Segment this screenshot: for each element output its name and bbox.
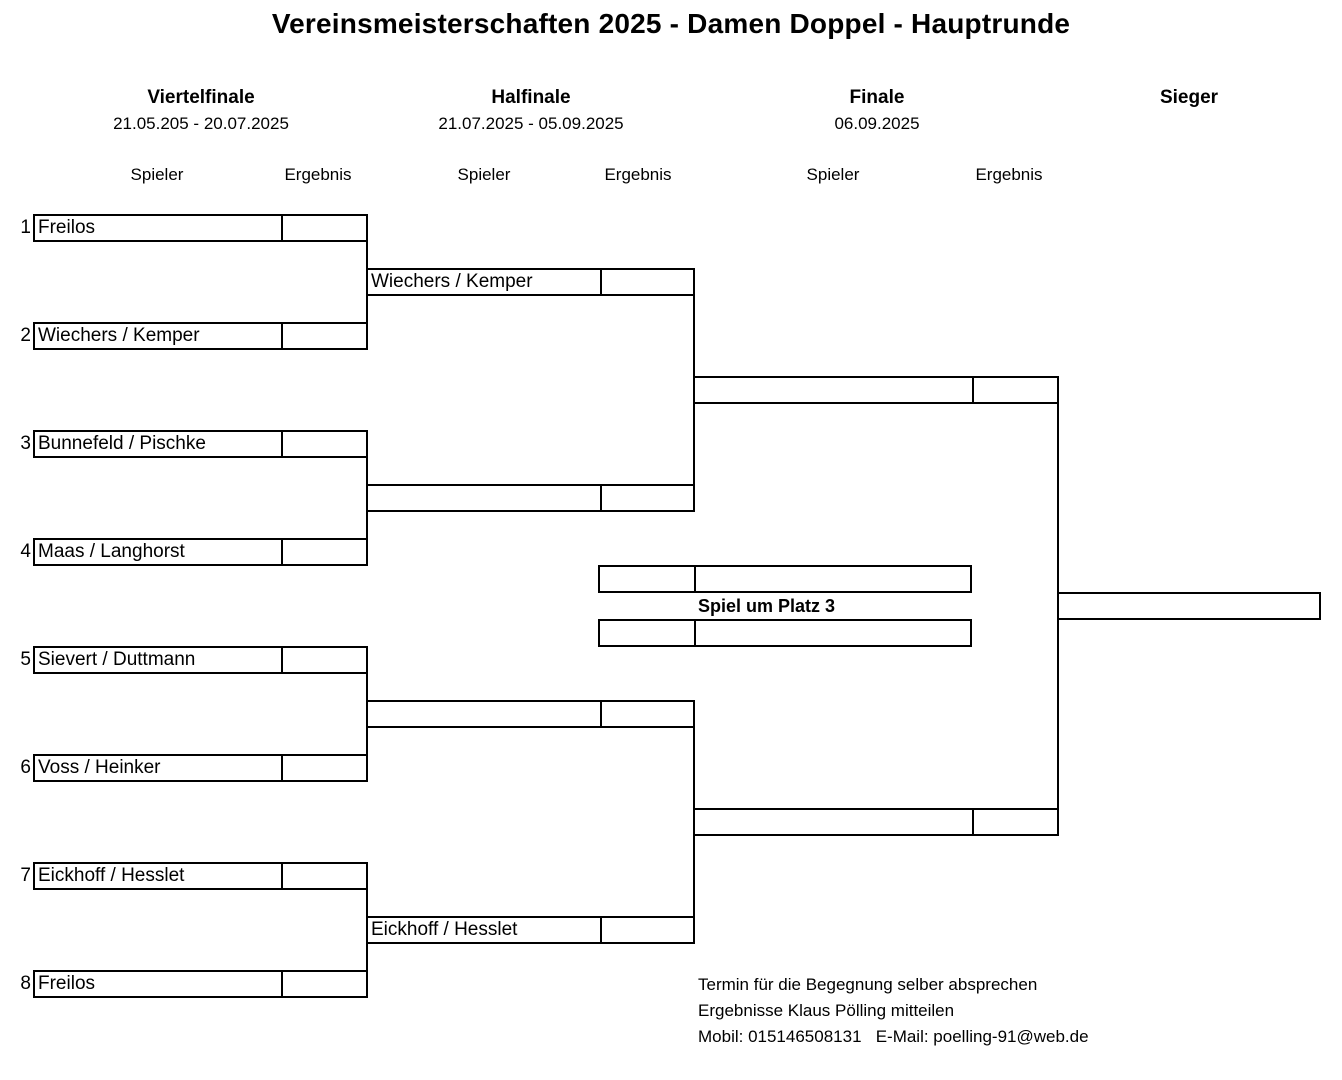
third-place-label: Spiel um Platz 3 [698,596,836,616]
round-dates-quarterfinal: 21.05.205 - 20.07.2025 [113,114,289,133]
result-field[interactable] [972,810,1057,834]
round-title-winner: Sieger [1159,87,1219,108]
semifinal-slot-4[interactable]: Eickhoff / Hesslet [366,916,695,944]
round-title-final: Finale [849,87,905,108]
result-field[interactable] [281,972,366,996]
seed-number: 8 [20,973,31,994]
player-name[interactable] [368,702,600,726]
player-name[interactable]: Eickhoff / Hesslet [371,919,518,940]
quarterfinal-slot-7[interactable]: Eickhoff / Hesslet [33,862,368,890]
column-header-result: Ergebnis [975,165,1043,184]
player-name[interactable]: Wiechers / Kemper [371,271,533,292]
final-slot-1[interactable] [693,376,1059,404]
player-name[interactable]: Wiechers / Kemper [38,325,200,346]
round-dates-final: 06.09.2025 [834,114,920,133]
player-name[interactable]: Sievert / Duttmann [38,649,196,670]
result-field[interactable] [600,270,693,294]
player-name[interactable]: Maas / Langhorst [38,541,185,562]
player-name[interactable] [694,567,970,591]
result-field[interactable] [600,918,693,942]
player-name[interactable] [368,486,600,510]
semifinal-slot-1[interactable]: Wiechers / Kemper [366,268,695,296]
result-field[interactable] [972,378,1057,402]
quarterfinal-slot-1[interactable]: Freilos [33,214,368,242]
column-header-result: Ergebnis [604,165,672,184]
quarterfinal-slot-6[interactable]: Voss / Heinker [33,754,368,782]
quarterfinal-slot-2[interactable]: Wiechers / Kemper [33,322,368,350]
note-line-1: Termin für die Begegnung selber absprech… [698,975,1038,994]
semifinal-slot-3[interactable] [366,700,695,728]
quarterfinal-slot-4[interactable]: Maas / Langhorst [33,538,368,566]
seed-number: 2 [20,325,31,346]
round-title-semifinal: Halfinale [491,87,571,108]
result-field[interactable] [281,648,366,672]
result-field[interactable] [281,216,366,240]
seed-number: 7 [20,865,31,886]
result-field[interactable] [281,756,366,780]
quarterfinal-slot-8[interactable]: Freilos [33,970,368,998]
player-name[interactable] [695,810,972,834]
result-field[interactable] [281,540,366,564]
note-line-3: Mobil: 015146508131 E-Mail: poelling-91@… [698,1027,1089,1046]
third-place-result[interactable] [600,621,694,645]
third-place-result[interactable] [600,567,694,591]
result-field[interactable] [281,324,366,348]
result-field[interactable] [600,486,693,510]
seed-number: 6 [20,757,31,778]
player-name[interactable]: Eickhoff / Hesslet [38,865,185,886]
column-header-player: Spieler [806,165,860,184]
seed-number: 3 [20,433,31,454]
quarterfinal-slot-3[interactable]: Bunnefeld / Pischke [33,430,368,458]
column-header-player: Spieler [457,165,511,184]
player-name[interactable]: Bunnefeld / Pischke [38,433,206,454]
winner-name[interactable] [1059,594,1319,618]
player-name[interactable]: Freilos [38,217,96,238]
result-field[interactable] [281,432,366,456]
round-dates-semifinal: 21.07.2025 - 05.09.2025 [438,114,624,133]
note-line-2: Ergebnisse Klaus Pölling mitteilen [698,1001,955,1020]
winner-slot[interactable] [1057,592,1321,620]
third-place-slot-2[interactable] [598,619,972,647]
page-title: Vereinsmeisterschaften 2025 - Damen Dopp… [271,8,1071,39]
player-name[interactable] [694,621,970,645]
round-title-quarterfinal: Viertelfinale [147,87,255,108]
semifinal-slot-2[interactable] [366,484,695,512]
third-place-slot-1[interactable] [598,565,972,593]
seed-number: 4 [20,541,31,562]
quarterfinal-slot-5[interactable]: Sievert / Duttmann [33,646,368,674]
player-name[interactable]: Voss / Heinker [38,757,161,778]
result-field[interactable] [281,864,366,888]
result-field[interactable] [600,702,693,726]
seed-number: 5 [20,649,31,670]
column-header-player: Spieler [130,165,184,184]
player-name[interactable] [695,378,972,402]
player-name[interactable]: Freilos [38,973,96,994]
seed-number: 1 [20,217,31,238]
column-header-result: Ergebnis [284,165,352,184]
final-slot-2[interactable] [693,808,1059,836]
